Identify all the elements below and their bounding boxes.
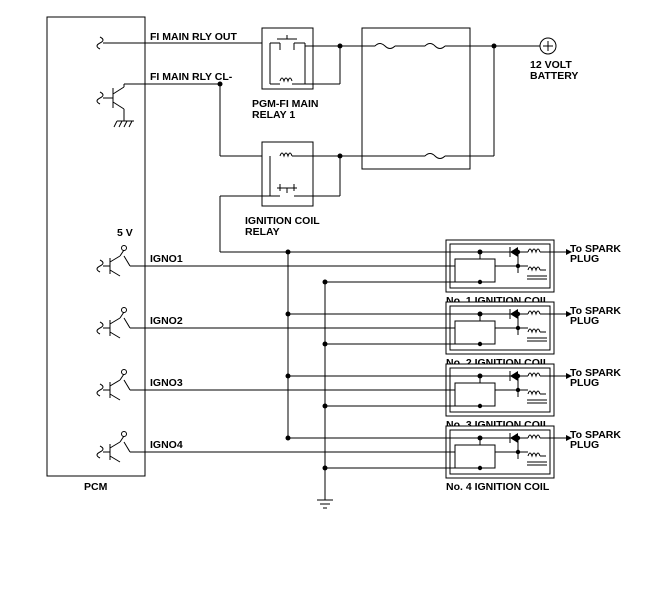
spark-coil-icon — [527, 372, 541, 378]
pcm-box — [46, 16, 146, 477]
fuse-icon — [374, 43, 396, 49]
relay-switch-icon — [270, 35, 305, 50]
igniter-module — [454, 382, 496, 407]
main-rly-cl-label: FI MAIN RLY CL- — [150, 71, 233, 83]
igno-label: IGNO4 — [150, 439, 183, 451]
ign-relay-label-1: IGNITION COIL — [245, 215, 320, 227]
pin-connector-icon — [96, 445, 104, 459]
transistor-icon — [96, 84, 125, 121]
transistor-icon — [109, 255, 121, 263]
relay-switch-icon — [277, 184, 297, 193]
igno-label: IGNO1 — [150, 253, 183, 265]
main-rly-out-label: FI MAIN RLY OUT — [150, 31, 238, 43]
diode-icon — [510, 309, 518, 319]
fuse-icon — [424, 43, 446, 49]
pin-connector-icon — [96, 259, 104, 273]
pin-connector-icon — [96, 36, 104, 50]
arrow-icon — [566, 249, 572, 255]
diode-icon — [510, 371, 518, 381]
arrow-icon — [566, 373, 572, 379]
primary-coil-icon — [527, 452, 541, 458]
pin-connector-icon — [96, 383, 104, 397]
spark-plug-label-2: PLUG — [570, 439, 599, 451]
arrow-icon — [566, 435, 572, 441]
igniter-module — [454, 258, 496, 283]
ignition-coil-label: No. 4 IGNITION COIL — [446, 481, 550, 493]
igniter-module — [454, 320, 496, 345]
igno-label: IGNO3 — [150, 377, 183, 389]
main-relay-label-2: RELAY 1 — [252, 109, 295, 121]
igno-label: IGNO2 — [150, 315, 183, 327]
battery-label-1: 12 VOLT — [530, 59, 572, 71]
relay-coil-icon — [279, 77, 293, 83]
spark-plug-label-2: PLUG — [570, 315, 599, 327]
pcm-label: PCM — [84, 481, 108, 493]
fuse-icon — [424, 153, 446, 159]
igniter-module — [454, 444, 496, 469]
spark-plug-label-1: To SPARK — [570, 305, 621, 317]
arrow-icon — [566, 311, 572, 317]
pullup-terminal-icon — [121, 307, 127, 313]
pullup-terminal-icon — [121, 245, 127, 251]
pullup-terminal-icon — [121, 369, 127, 375]
transistor-icon — [109, 441, 121, 449]
ign-relay-label-2: RELAY — [245, 226, 280, 238]
spark-plug-label-1: To SPARK — [570, 429, 621, 441]
relay-coil-icon — [279, 152, 293, 158]
fuse-box — [361, 27, 471, 170]
spark-plug-label-1: To SPARK — [570, 367, 621, 379]
pullup-terminal-icon — [121, 431, 127, 437]
ground-icon — [113, 120, 134, 128]
battery-label-2: BATTERY — [530, 70, 578, 82]
pin-connector-icon — [96, 321, 104, 335]
spark-coil-icon — [527, 434, 541, 440]
transistor-icon — [109, 379, 121, 387]
transistor-icon — [109, 317, 121, 325]
diode-icon — [510, 247, 518, 257]
primary-coil-icon — [527, 266, 541, 272]
five-v-label: 5 V — [117, 227, 133, 239]
spark-plug-label-1: To SPARK — [570, 243, 621, 255]
diode-icon — [510, 433, 518, 443]
primary-coil-icon — [527, 390, 541, 396]
spark-coil-icon — [527, 310, 541, 316]
main-relay-label-1: PGM-FI MAIN — [252, 98, 319, 110]
spark-plug-label-2: PLUG — [570, 253, 599, 265]
spark-coil-icon — [527, 248, 541, 254]
ground-icon — [317, 499, 333, 509]
primary-coil-icon — [527, 328, 541, 334]
spark-plug-label-2: PLUG — [570, 377, 599, 389]
